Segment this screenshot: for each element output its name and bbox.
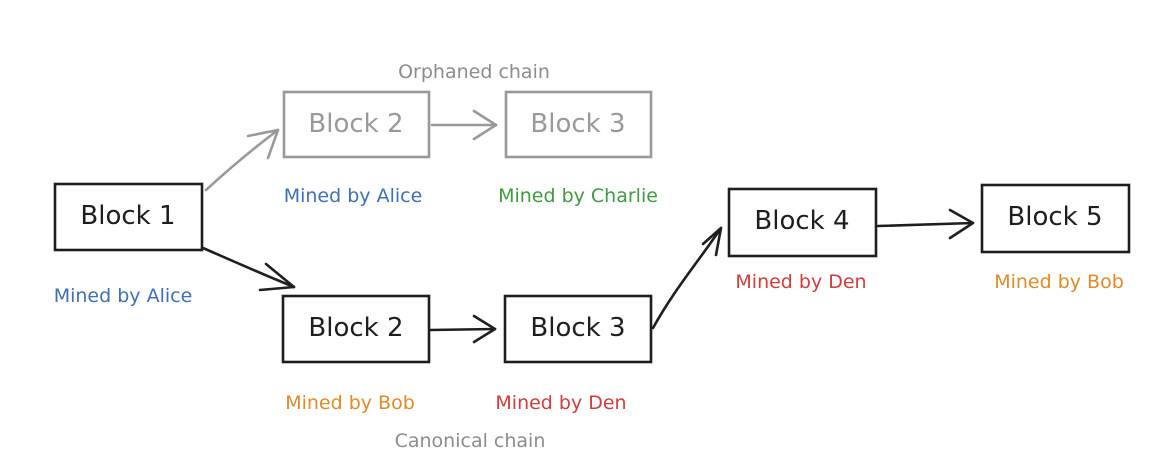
canon-block-2-label: Block 2 — [308, 313, 403, 343]
canon-block-2-miner: Mined by Bob — [285, 392, 415, 414]
canonical-chain-label: Canonical chain — [395, 430, 546, 452]
orphan-block-2-miner: Mined by Alice — [284, 185, 423, 207]
canon-block-3: Block 3 — [503, 294, 653, 364]
block-5: Block 5 — [980, 183, 1131, 254]
arrow-canon-block2-to-canon-block3 — [428, 314, 497, 344]
arrow-block1-to-canon-block2 — [201, 246, 296, 292]
block-1: Block 1 — [53, 182, 204, 252]
orphan-block-2: Block 2 — [282, 90, 431, 159]
arrow-block1-to-orphan-block2 — [204, 128, 280, 192]
arrow-orphan-block2-to-orphan-block3 — [430, 109, 498, 141]
canon-block-3-label: Block 3 — [530, 313, 625, 343]
arrow-block4-to-block5 — [876, 208, 975, 240]
orphan-block-3-miner: Mined by Charlie — [498, 185, 658, 207]
block-4-miner: Mined by Den — [735, 271, 866, 293]
arrow-canon-block3-to-block4 — [651, 226, 723, 330]
block-4: Block 4 — [727, 187, 878, 258]
orphan-block-3: Block 3 — [504, 90, 653, 159]
block-1-label: Block 1 — [80, 201, 175, 231]
orphan-block-3-label: Block 3 — [530, 109, 625, 139]
block-5-label: Block 5 — [1007, 202, 1102, 232]
block-4-label: Block 4 — [754, 206, 849, 236]
orphan-block-2-label: Block 2 — [308, 109, 403, 139]
canon-block-2: Block 2 — [281, 294, 431, 364]
canon-block-3-miner: Mined by Den — [495, 392, 626, 414]
orphaned-chain-label: Orphaned chain — [398, 61, 550, 83]
block-1-miner: Mined by Alice — [54, 285, 193, 307]
block-5-miner: Mined by Bob — [994, 271, 1124, 293]
